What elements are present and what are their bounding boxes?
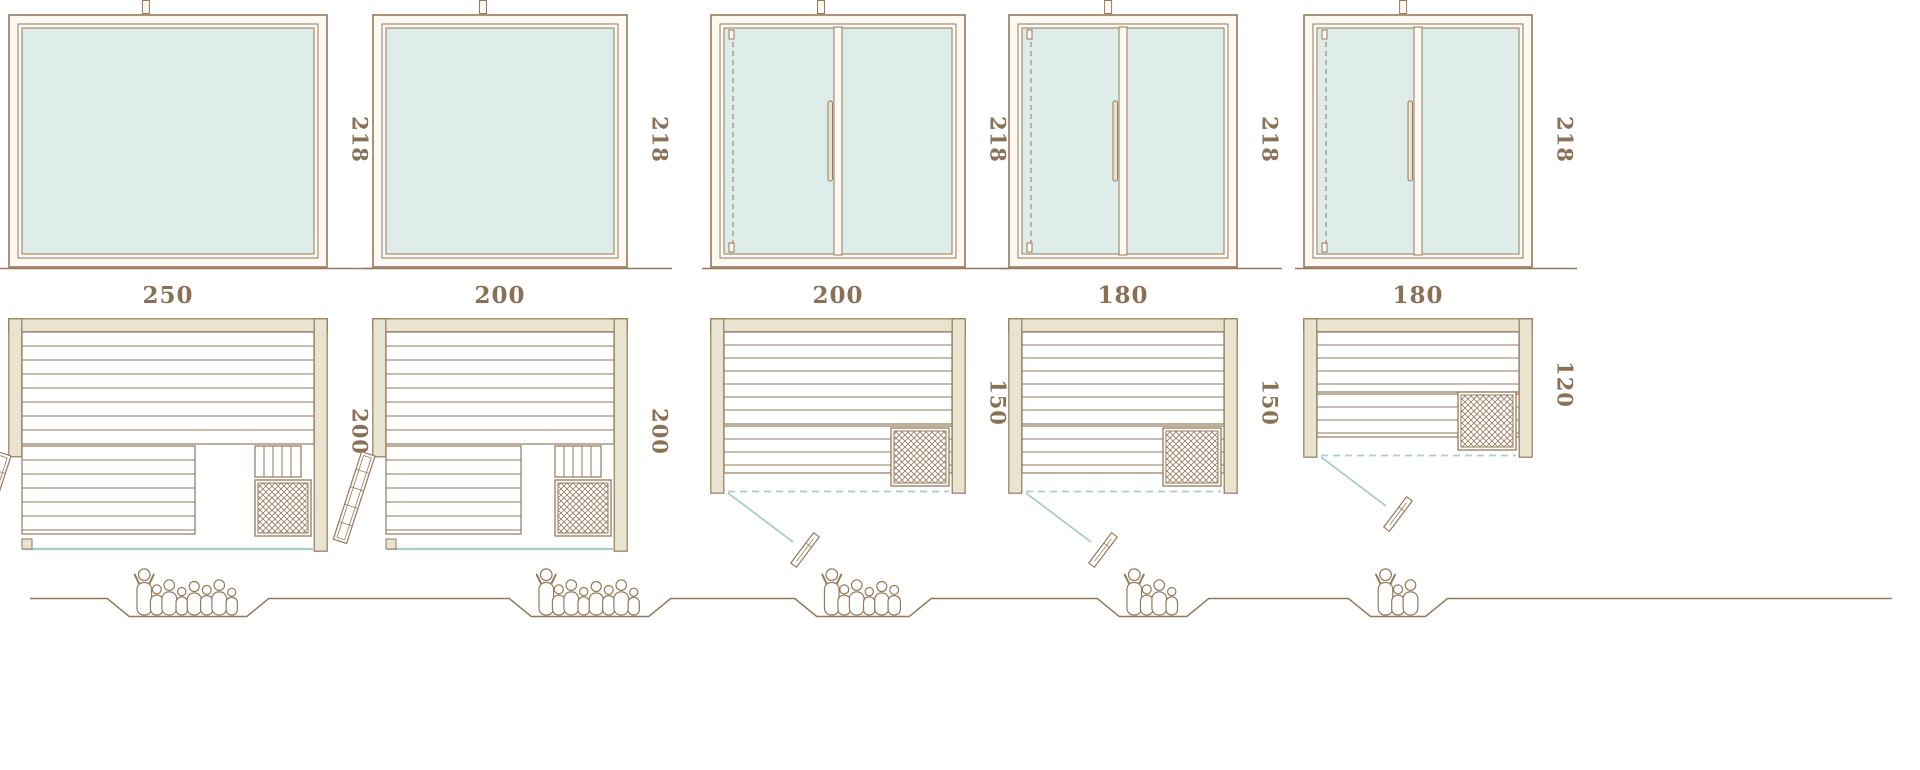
height-dimension-label: 218 <box>647 116 673 163</box>
front-elevation-drawing <box>0 0 372 270</box>
floor-plan-drawing <box>332 318 628 552</box>
depth-dimension-label: 150 <box>985 379 1011 426</box>
depth-dimension-label: 200 <box>347 408 373 455</box>
width-dimension-label: 200 <box>812 282 864 309</box>
height-dimension-label: 218 <box>1257 116 1283 163</box>
capacity-people-row <box>30 568 1892 618</box>
depth-dimension-label: 150 <box>1257 379 1283 426</box>
height-dimension-label: 218 <box>1552 116 1578 163</box>
floor-plan-drawing <box>0 318 328 552</box>
front-elevation-drawing <box>702 0 1010 270</box>
width-dimension-label: 200 <box>474 282 526 309</box>
front-elevation-drawing <box>364 0 672 270</box>
width-dimension-label: 250 <box>142 282 194 309</box>
width-dimension-label: 180 <box>1392 282 1444 309</box>
depth-dimension-label: 120 <box>1552 361 1578 408</box>
depth-dimension-label: 200 <box>647 408 673 455</box>
front-elevation-drawing <box>1295 0 1577 270</box>
floor-plan-drawing <box>1303 318 1533 533</box>
floor-plan-drawing <box>710 318 966 569</box>
height-dimension-label: 218 <box>347 116 373 163</box>
front-elevation-drawing <box>1000 0 1282 270</box>
floor-plan-drawing <box>1008 318 1238 569</box>
width-dimension-label: 180 <box>1097 282 1149 309</box>
height-dimension-label: 218 <box>985 116 1011 163</box>
